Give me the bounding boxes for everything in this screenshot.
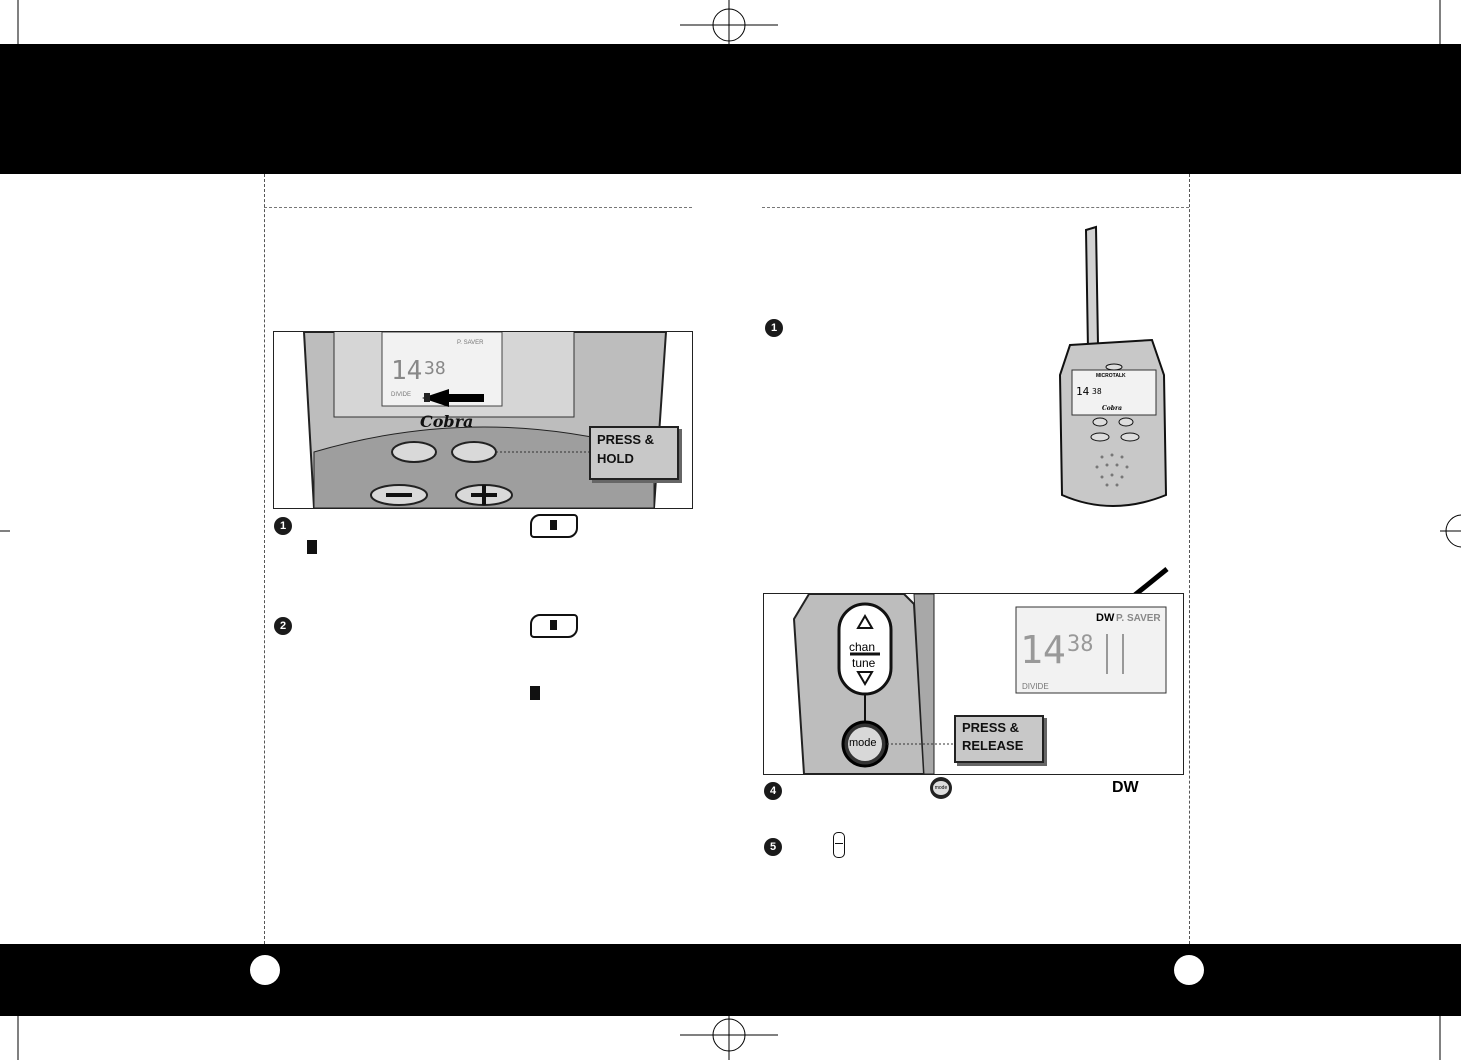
lcd-code-digits: 38	[1067, 632, 1094, 657]
mode-button-icon: mode	[930, 777, 952, 799]
radio-lcd-channel: 14	[1076, 385, 1090, 398]
step-marker-4: 4	[764, 782, 782, 800]
radio-brand-logo: Cobra	[1102, 405, 1123, 412]
lcd-dw-text: DW	[1096, 612, 1115, 624]
right-margin-line	[1189, 174, 1190, 944]
radio-lcd-code: 38	[1092, 387, 1102, 396]
keypad-lock-figure: 14 38 P. SAVER DIVIDE Cobra PRESS & HOLD	[273, 331, 693, 509]
press-hold-callout: PRESS & HOLD	[589, 426, 679, 480]
radio-front-illustration	[302, 332, 668, 508]
radio-illustration: MICROTALK 14 38 Cobra	[1052, 225, 1170, 515]
lcd-status-text: DIVIDE	[1022, 682, 1049, 691]
step-marker-1: 1	[765, 319, 783, 337]
page-number-circle-right	[1174, 955, 1204, 985]
lock-button-icon	[530, 514, 578, 538]
inline-dw-text: DW	[1112, 779, 1139, 796]
lock-button-icon	[530, 614, 578, 638]
callout-line-2: RELEASE	[962, 738, 1024, 753]
header-band	[0, 44, 1461, 174]
lcd-code-digits: 38	[424, 358, 446, 379]
callout-line-2: HOLD	[597, 451, 634, 466]
radio-model-text: MICROTALK	[1096, 373, 1126, 379]
brand-logo: Cobra	[420, 412, 474, 431]
lcd-mode-text: P. SAVER	[1116, 613, 1161, 624]
lock-symbol-icon	[530, 686, 540, 700]
dual-watch-figure: chan tune mode DW P. SAVER 14 38 DIVIDE …	[763, 593, 1184, 775]
lcd-mode-text: P. SAVER	[457, 340, 484, 346]
lcd-channel-digits: 14	[391, 356, 423, 386]
mode-button-label: mode	[933, 781, 949, 795]
callout-line-1: PRESS &	[962, 720, 1020, 735]
tower-icon	[1106, 634, 1124, 674]
tune-label: tune	[852, 656, 876, 670]
page-number-circle-left	[250, 955, 280, 985]
callout-line-1: PRESS &	[597, 432, 655, 447]
step-marker-5: 5	[764, 838, 782, 856]
chan-label: chan	[849, 640, 876, 654]
mode-label: mode	[849, 737, 877, 749]
step-marker-2: 2	[274, 617, 292, 635]
radio-side-illustration	[792, 594, 1167, 774]
lcd-channel-digits: 14	[1020, 628, 1066, 672]
left-column-rule	[264, 207, 692, 208]
right-column-rule	[762, 207, 1189, 208]
footer-band	[0, 944, 1461, 1016]
lock-symbol-icon	[307, 540, 317, 554]
chan-tune-button-icon	[833, 832, 845, 858]
step-marker-1: 1	[274, 517, 292, 535]
press-release-callout: PRESS & RELEASE	[954, 715, 1044, 763]
lcd-status-text: DIVIDE	[391, 392, 412, 398]
left-margin-line	[264, 174, 265, 944]
